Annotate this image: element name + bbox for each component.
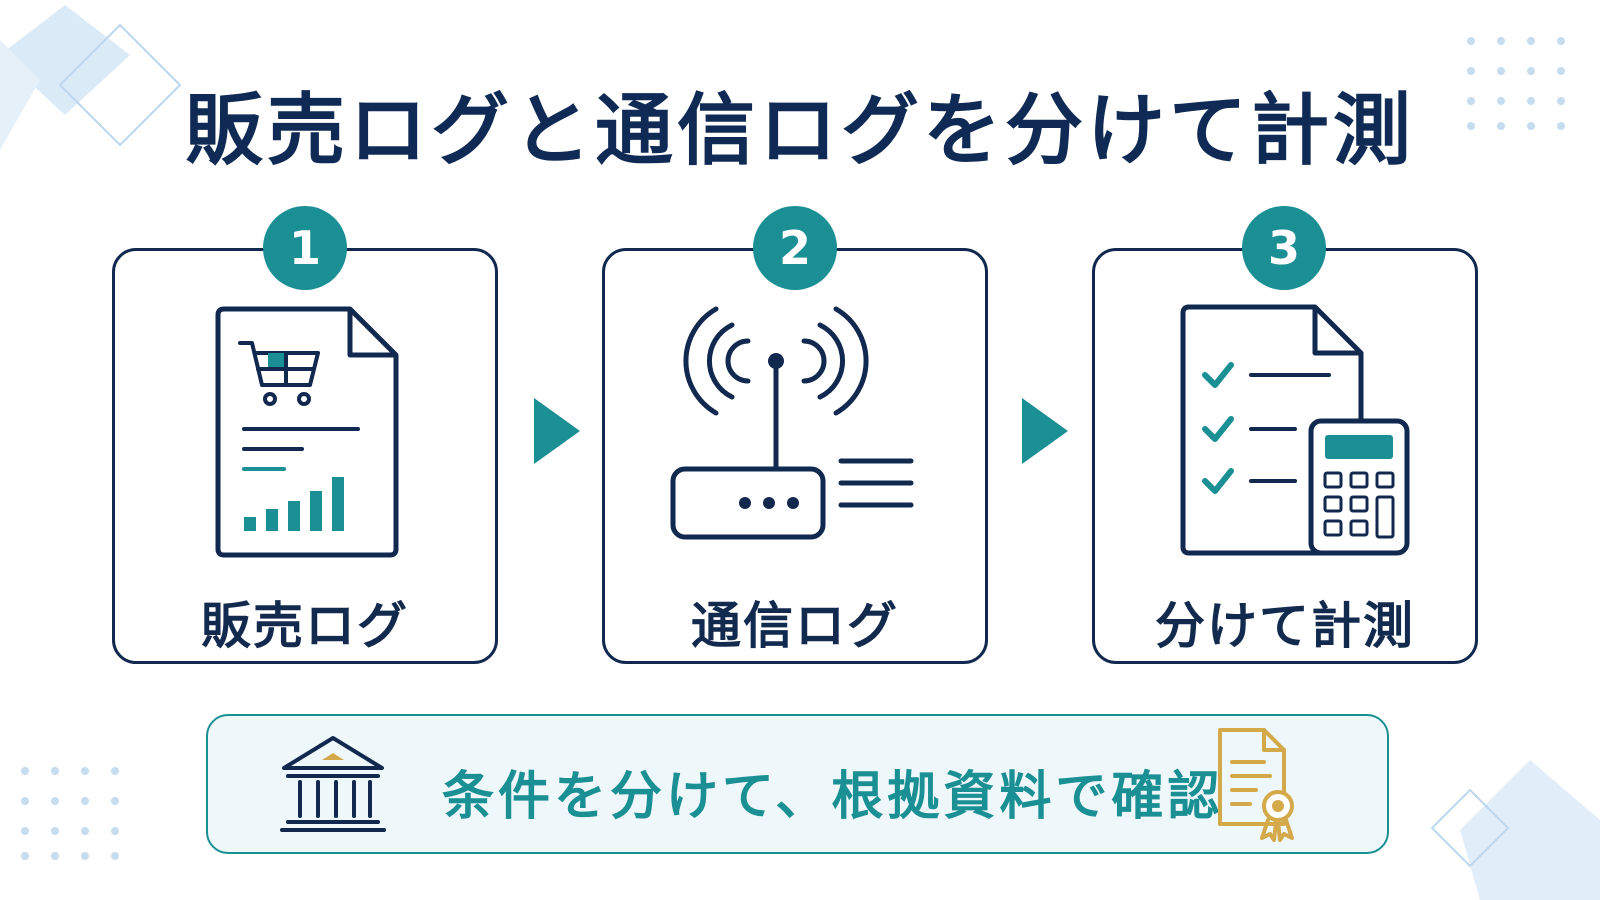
certificate-icon <box>1218 728 1294 842</box>
conclusion-banner: 条件を分けて、根拠資料で確認 <box>206 714 1389 854</box>
step-card-sales-log: 販売ログ <box>112 248 498 664</box>
shopping-cart-icon <box>238 341 320 406</box>
checklist-calculator-icon <box>1180 304 1410 556</box>
step-label: 通信ログ <box>691 597 899 655</box>
top-left-decoration <box>0 5 182 150</box>
arrow-right-icon <box>534 398 580 464</box>
step-badge-2: 2 <box>753 206 837 290</box>
wifi-router-icon <box>670 306 914 540</box>
bar-chart-icon <box>244 477 344 531</box>
bank-building-icon <box>280 736 386 832</box>
step-card-comm-log: 通信ログ <box>602 248 988 664</box>
bottom-right-decoration <box>1430 760 1600 900</box>
step-badge-3: 3 <box>1242 206 1326 290</box>
conclusion-text: 条件を分けて、根拠資料で確認 <box>442 767 1224 827</box>
arrow-right-icon <box>1022 398 1068 464</box>
step-label: 販売ログ <box>201 597 409 655</box>
step-badge-1: 1 <box>263 206 347 290</box>
step-label: 分けて計測 <box>1155 597 1415 655</box>
bottom-left-dot-grid <box>21 767 119 860</box>
page-title: 販売ログと通信ログを分けて計測 <box>184 86 1415 176</box>
calculator-icon <box>1308 418 1410 556</box>
sales-log-document-icon <box>215 306 399 558</box>
top-right-dot-grid <box>1467 37 1565 130</box>
step-card-measure: 分けて計測 <box>1092 248 1478 664</box>
